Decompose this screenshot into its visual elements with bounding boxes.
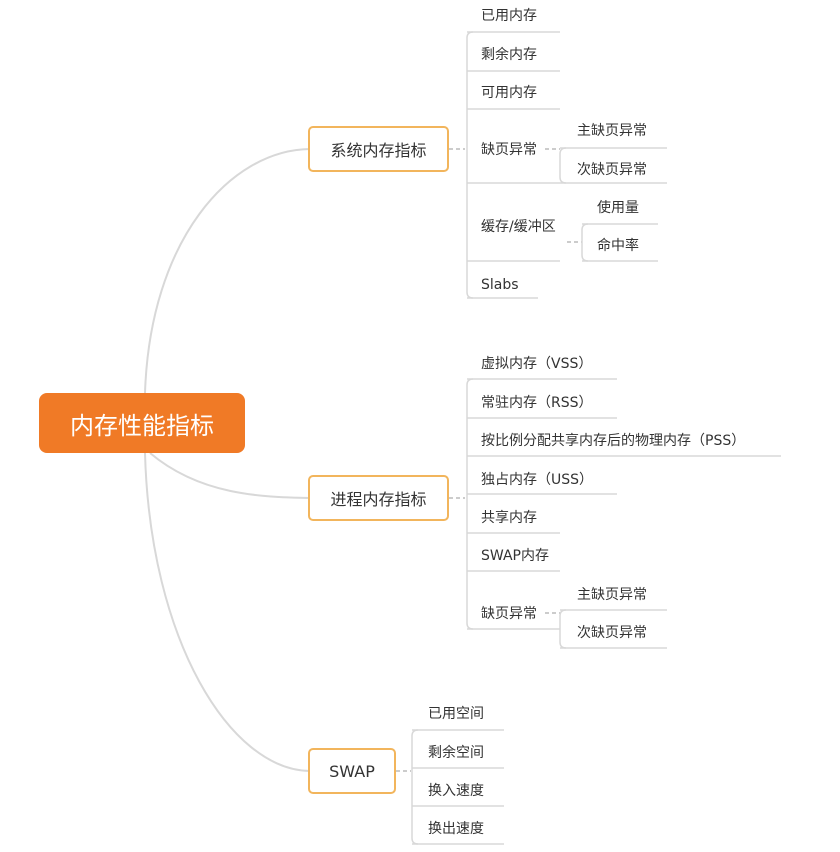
bracket-branch1 [466,31,474,299]
branch-swap[interactable]: SWAP [308,748,396,794]
bracket-b2-pagefault [559,609,567,649]
connector-root-branch3 [144,452,311,772]
leaf-cache-buffer[interactable]: 缓存/缓冲区 [481,219,556,235]
leaf-swap-out-speed[interactable]: 换出速度 [428,821,484,837]
bracket-branch2 [466,378,474,630]
bracket-branch3 [411,729,419,845]
connector-root-branch1 [144,148,311,394]
leaf-cache-usage[interactable]: 使用量 [597,200,639,216]
branch-process-memory[interactable]: 进程内存指标 [308,475,449,521]
leaf-rss[interactable]: 常驻内存（RSS） [481,395,593,411]
leaf-available-memory[interactable]: 可用内存 [481,85,537,101]
leaf-vss[interactable]: 虚拟内存（VSS） [481,356,593,372]
leaf-process-minor-page-fault[interactable]: 次缺页异常 [577,625,647,641]
leaf-page-fault[interactable]: 缺页异常 [481,142,537,158]
leaf-cache-hit-rate[interactable]: 命中率 [597,238,639,254]
leaf-swap-in-speed[interactable]: 换入速度 [428,783,484,799]
leaf-process-page-fault[interactable]: 缺页异常 [481,606,537,622]
leaf-uss[interactable]: 独占内存（USS） [481,472,594,488]
leaf-swap-memory[interactable]: SWAP内存 [481,548,549,564]
leaf-process-major-page-fault[interactable]: 主缺页异常 [577,587,647,603]
leaf-minor-page-fault[interactable]: 次缺页异常 [577,162,647,178]
connector-root-branch2 [149,452,311,499]
leaf-pss[interactable]: 按比例分配共享内存后的物理内存（PSS） [481,433,746,449]
leaf-major-page-fault[interactable]: 主缺页异常 [577,123,647,139]
leaf-used-memory[interactable]: 已用内存 [481,8,537,24]
root-node[interactable]: 内存性能指标 [39,393,245,453]
branch-system-memory[interactable]: 系统内存指标 [308,126,449,172]
leaf-swap-free-space[interactable]: 剩余空间 [428,745,484,761]
leaf-swap-used-space[interactable]: 已用空间 [428,706,484,722]
leaf-slabs[interactable]: Slabs [481,277,519,293]
bracket-b1-pagefault [559,147,567,184]
leaf-shared-memory[interactable]: 共享内存 [481,510,537,526]
leaf-free-memory[interactable]: 剩余内存 [481,47,537,63]
bracket-b1-cache [581,223,589,262]
